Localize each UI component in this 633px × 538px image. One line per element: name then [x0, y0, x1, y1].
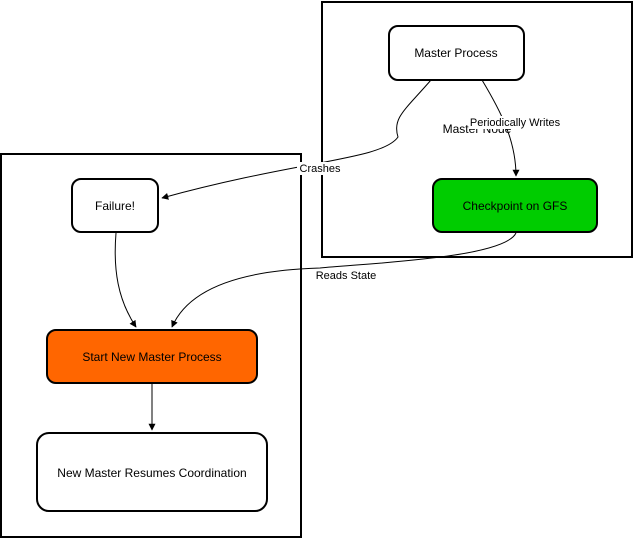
node-new-master-resumes: New Master Resumes Coordination — [36, 432, 268, 512]
node-failure: Failure! — [71, 178, 159, 233]
node-master-process-label: Master Process — [414, 46, 497, 60]
cluster-recovery — [0, 153, 302, 538]
node-master-process: Master Process — [388, 25, 525, 81]
node-checkpoint-label: Checkpoint on GFS — [463, 199, 568, 213]
edge-label-crashes-text: Crashes — [300, 163, 341, 175]
node-failure-label: Failure! — [95, 199, 135, 213]
edge-label-periodically-writes: Periodically Writes — [469, 116, 561, 129]
node-failure-box — [71, 178, 159, 233]
node-start-new-master-label: Start New Master Process — [82, 350, 221, 364]
edge-failure-to-start — [114, 232, 137, 328]
node-new-master-resumes-label: New Master Resumes Coordination — [57, 466, 246, 480]
node-start-new-master-box — [46, 329, 258, 384]
node-checkpoint: Checkpoint on GFS — [432, 178, 598, 233]
edge-label-reads-state-text: Reads State — [316, 270, 377, 282]
node-start-new-master: Start New Master Process — [46, 329, 258, 384]
edge-label-reads-state: Reads State — [314, 269, 378, 282]
node-master-process-box — [388, 25, 525, 81]
node-new-master-resumes-box — [36, 432, 268, 512]
node-checkpoint-box — [432, 178, 598, 233]
edge-crashes — [161, 79, 432, 200]
edge-label-crashes: Crashes — [297, 162, 343, 175]
edge-reads-state — [171, 232, 517, 328]
edge-label-periodically-writes-text: Periodically Writes — [470, 117, 561, 129]
